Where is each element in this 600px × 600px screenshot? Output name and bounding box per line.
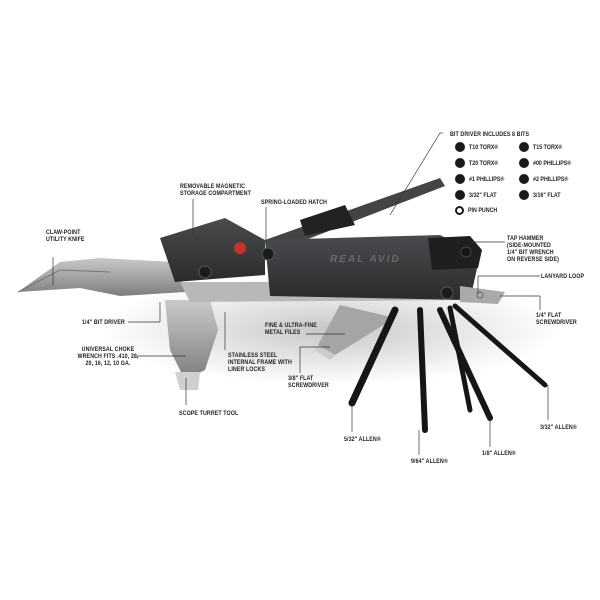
bit-driver-title: BIT DRIVER INCLUDES 8 BITS xyxy=(450,131,530,138)
bit-item: 3/16" FLAT xyxy=(519,190,565,200)
callout-frame: STAINLESS STEEL INTERNAL FRAME WITH LINE… xyxy=(228,352,292,373)
phillips-icon xyxy=(519,174,529,184)
bit-item: T20 TORX® xyxy=(455,158,503,168)
storage-compartment xyxy=(160,218,265,282)
callout-allen-5-32: 5/32" ALLEN® xyxy=(344,436,381,443)
flat-icon xyxy=(455,190,465,200)
metal-files xyxy=(318,305,395,355)
brand-logo xyxy=(234,242,246,254)
bit-item: PIN PUNCH xyxy=(455,206,502,215)
bit-item: #00 PHILLIPS® xyxy=(519,158,577,168)
torx-icon xyxy=(455,158,465,168)
brand-mark: REAL AVID xyxy=(330,254,401,265)
knife-blade xyxy=(18,258,185,296)
bit-item: #2 PHILLIPS® xyxy=(519,174,574,184)
callout-flat-3-8: 3/8" FLAT SCREWDRIVER xyxy=(288,375,329,389)
tap-hammer xyxy=(428,236,482,270)
scope-turret-tool xyxy=(175,372,200,390)
bit-item: #1 PHILLIPS® xyxy=(455,174,510,184)
callout-knife: CLAW-POINT UTILITY KNIFE xyxy=(46,229,85,243)
allen-keys xyxy=(348,303,548,433)
callout-hatch: SPRING-LOADED HATCH xyxy=(261,199,327,206)
callout-files: FINE & ULTRA-FINE METAL FILES xyxy=(265,322,317,336)
callout-bit-driver: 1/4" BIT DRIVER xyxy=(82,319,125,326)
bit-item: T15 TORX® xyxy=(519,142,567,152)
choke-wrench xyxy=(165,300,218,380)
phillips-icon xyxy=(455,174,465,184)
callout-tap-hammer: TAP HAMMER (SIDE-MOUNTED 1/4" BIT WRENCH… xyxy=(507,235,559,263)
pin-punch-icon xyxy=(455,206,464,215)
bit-item: T10 TORX® xyxy=(455,142,503,152)
bit-item: 3/32" FLAT xyxy=(455,190,501,200)
callout-allen-1-8: 1/8" ALLEN® xyxy=(482,450,516,457)
phillips-icon xyxy=(519,158,529,168)
callout-storage: REMOVABLE MAGNETIC STORAGE COMPARTMENT xyxy=(180,183,251,197)
callout-flat-quarter: 1/4" FLAT SCREWDRIVER xyxy=(536,312,577,326)
callout-scope: SCOPE TURRET TOOL xyxy=(179,410,239,417)
callout-lanyard: LANYARD LOOP xyxy=(541,273,585,280)
callout-choke: UNIVERSAL CHOKE WRENCH FITS .410, 28, 20… xyxy=(77,346,139,367)
torx-icon xyxy=(455,142,465,152)
leader-lines xyxy=(52,132,549,455)
callout-allen-9-64: 9/64" ALLEN® xyxy=(411,458,448,465)
flat-icon xyxy=(519,190,529,200)
handle xyxy=(265,235,480,300)
torx-icon xyxy=(519,142,529,152)
callout-allen-3-32: 3/32" ALLEN® xyxy=(540,424,577,431)
